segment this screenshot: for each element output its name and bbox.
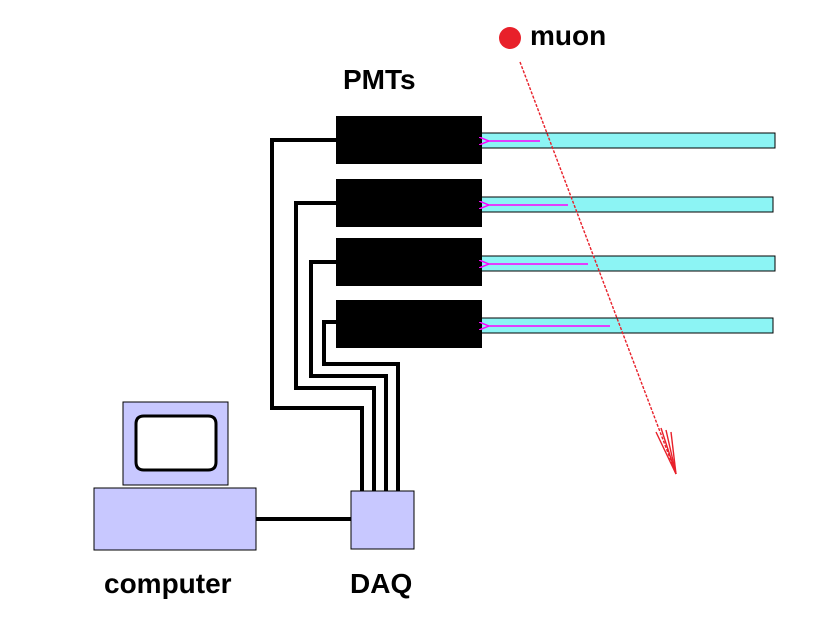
computer-label: computer <box>104 568 232 599</box>
cable-pmt-3 <box>309 260 388 492</box>
muon-dot <box>499 27 521 49</box>
computer-screen <box>134 414 218 472</box>
computer-base <box>93 487 257 551</box>
pmt-4 <box>336 300 482 348</box>
cable-pmt-2 <box>294 201 376 492</box>
daq-label: DAQ <box>350 568 413 599</box>
pmt-cables <box>270 138 400 492</box>
daq-box <box>350 490 415 550</box>
muon-track-arrow <box>519 61 677 475</box>
cable-pmt-1 <box>270 138 364 492</box>
computer-icon <box>93 401 257 551</box>
muon-label: muon <box>530 20 607 51</box>
pmts-label: PMTs <box>343 64 416 95</box>
cable-pmt-4 <box>322 320 400 492</box>
pmt-2 <box>336 179 482 227</box>
pmt-1 <box>336 116 482 164</box>
pmt-3 <box>336 238 482 286</box>
